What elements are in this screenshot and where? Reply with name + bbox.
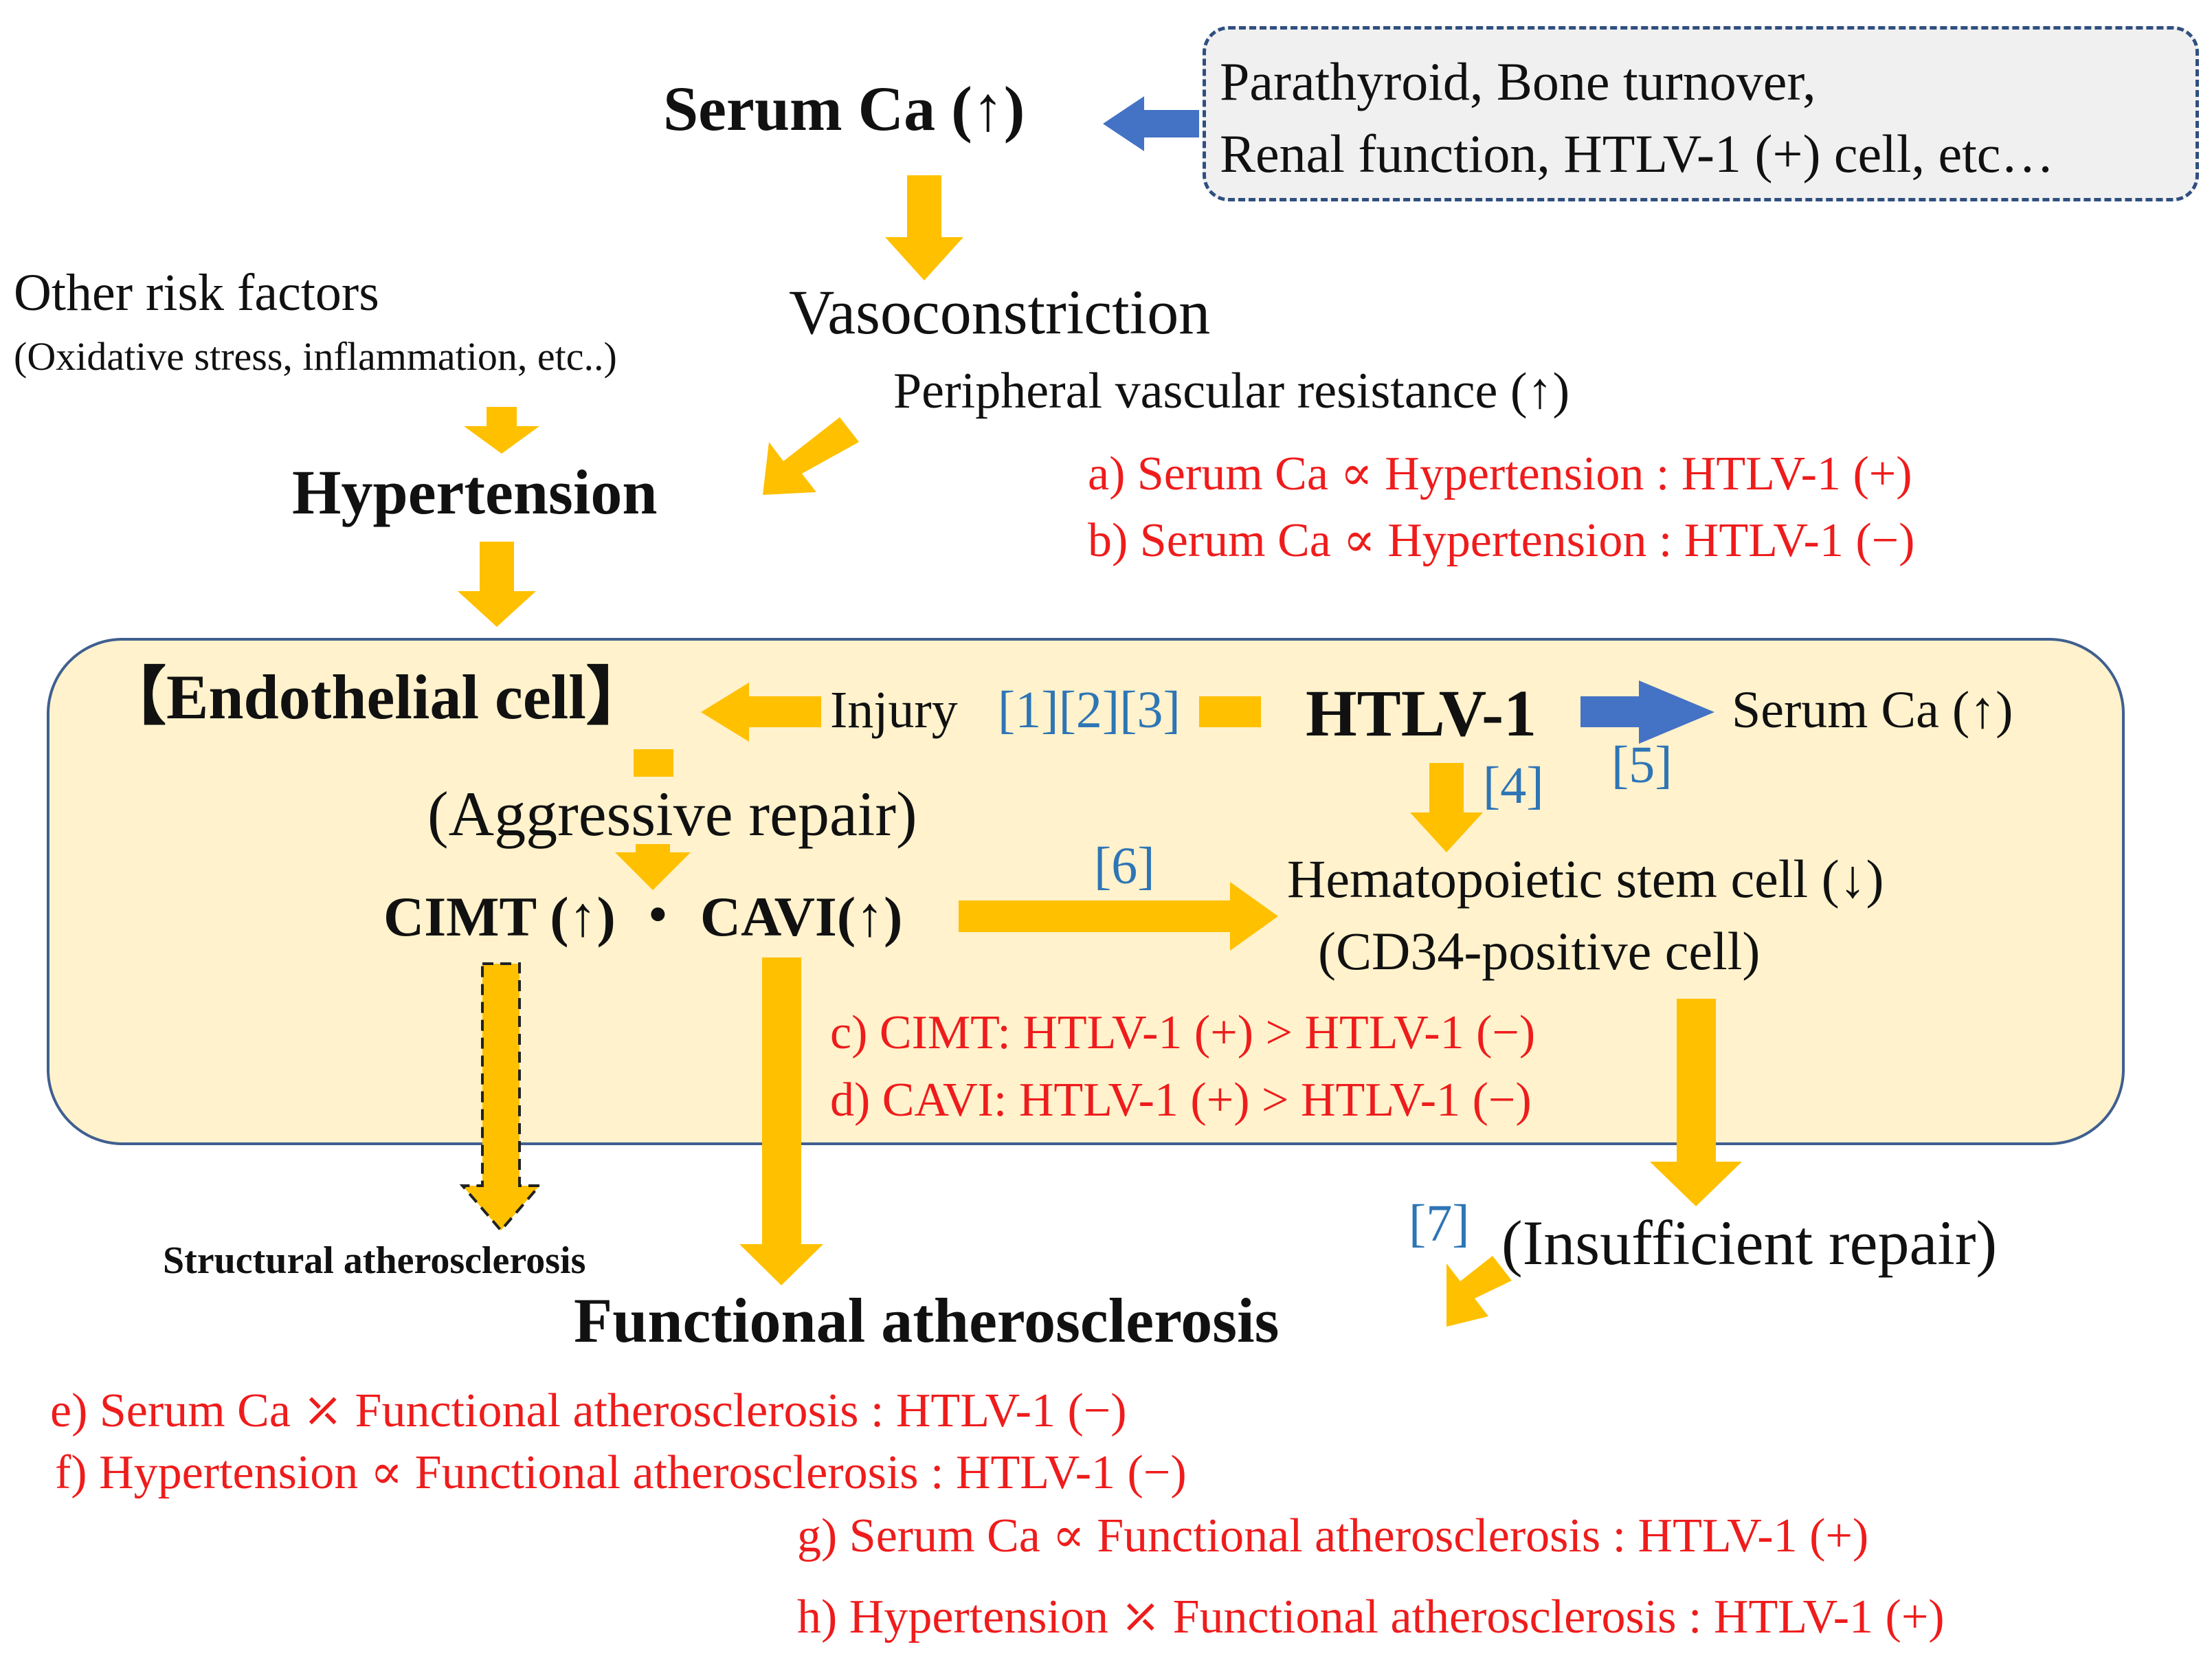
arrow-cavi-to-functional bbox=[739, 958, 823, 1285]
finding-c: c) CIMT: HTLV-1 (+) > HTLV-1 (−) bbox=[830, 1006, 1536, 1059]
ref-5: [5] bbox=[1611, 736, 1673, 794]
serum-ca-right-label: Serum Ca (↑) bbox=[1732, 681, 2013, 739]
insufficient-repair-label: (Insufficient repair) bbox=[1501, 1208, 1998, 1278]
functional-atherosclerosis-label: Functional atherosclerosis bbox=[574, 1285, 1280, 1355]
arrow-cavi-to-hsc bbox=[959, 882, 1278, 951]
finding-a: a) Serum Ca ∝ Hypertension : HTLV-1 (+) bbox=[1088, 447, 1912, 500]
arrow-injury-to-endothelial bbox=[701, 683, 821, 742]
arrow-htlv-to-endothelial-right bbox=[1199, 696, 1261, 727]
structural-atherosclerosis-label: Structural atherosclerosis bbox=[163, 1239, 586, 1282]
other-risk-factors-sub: (Oxidative stress, inflammation, etc..) bbox=[14, 334, 617, 379]
arrow-serum-ca-to-vasoconstriction bbox=[885, 175, 963, 280]
arrow-factors-to-serum-ca bbox=[1103, 96, 1199, 151]
vasoconstriction-label: Vasoconstriction bbox=[789, 277, 1211, 347]
finding-h: h) Hypertension ⤫ Functional atheroscler… bbox=[797, 1591, 1945, 1644]
arrow-other-risk-to-hypertension bbox=[464, 407, 539, 454]
hypertension-label: Hypertension bbox=[292, 457, 658, 527]
ref-4: [4] bbox=[1483, 757, 1544, 815]
arrow-cimt-to-structural bbox=[459, 962, 543, 1233]
arrow-htlv-to-serum-ca bbox=[1580, 680, 1714, 744]
aggressive-repair-label: (Aggressive repair) bbox=[427, 779, 917, 849]
hsc-line-1: Hematopoietic stem cell (↓) bbox=[1287, 849, 1884, 909]
ref-7: [7] bbox=[1409, 1195, 1470, 1252]
other-risk-factors-label: Other risk factors bbox=[14, 264, 379, 322]
arrow-htlv-to-hsc bbox=[1410, 763, 1483, 852]
arrow-repair-to-cimt bbox=[615, 844, 691, 890]
finding-b: b) Serum Ca ∝ Hypertension : HTLV-1 (−) bbox=[1088, 514, 1915, 567]
injury-label: Injury bbox=[830, 681, 958, 739]
arrow-insufficient-to-functional bbox=[1446, 1256, 1512, 1327]
finding-d: d) CAVI: HTLV-1 (+) > HTLV-1 (−) bbox=[830, 1074, 1532, 1127]
factors-note-box bbox=[1203, 26, 2199, 201]
cimt-cavi-label: CIMT (↑) ・ CAVI(↑) bbox=[383, 885, 903, 948]
peripheral-vascular-resistance-label: Peripheral vascular resistance (↑) bbox=[893, 363, 1570, 419]
serum-ca-top-label: Serum Ca (↑) bbox=[663, 74, 1025, 144]
htlv-1-label: HTLV-1 bbox=[1306, 676, 1537, 750]
factors-line-1: Parathyroid, Bone turnover, bbox=[1220, 52, 1816, 111]
ref-6: [6] bbox=[1094, 837, 1155, 895]
hsc-line-2: (CD34-positive cell) bbox=[1318, 921, 1761, 981]
arrow-vasoconstriction-to-hypertension bbox=[763, 417, 859, 495]
arrow-hsc-to-insufficient-repair bbox=[1650, 999, 1742, 1206]
endothelial-cell-title: 【Endothelial cell】 bbox=[103, 662, 649, 732]
endothelial-cell-box bbox=[47, 638, 2125, 1145]
finding-f: f) Hypertension ∝ Functional atheroscler… bbox=[55, 1446, 1187, 1499]
arrow-endothelial-to-repair-segment bbox=[634, 749, 673, 777]
factors-line-2: Renal function, HTLV-1 (+) cell, etc… bbox=[1220, 124, 2055, 184]
finding-g: g) Serum Ca ∝ Functional atherosclerosis… bbox=[797, 1509, 1869, 1562]
arrow-hypertension-to-endothelial bbox=[458, 542, 536, 627]
finding-e: e) Serum Ca ⤫ Functional atherosclerosis… bbox=[50, 1384, 1127, 1437]
ref-injury: [1][2][3] bbox=[998, 681, 1181, 739]
